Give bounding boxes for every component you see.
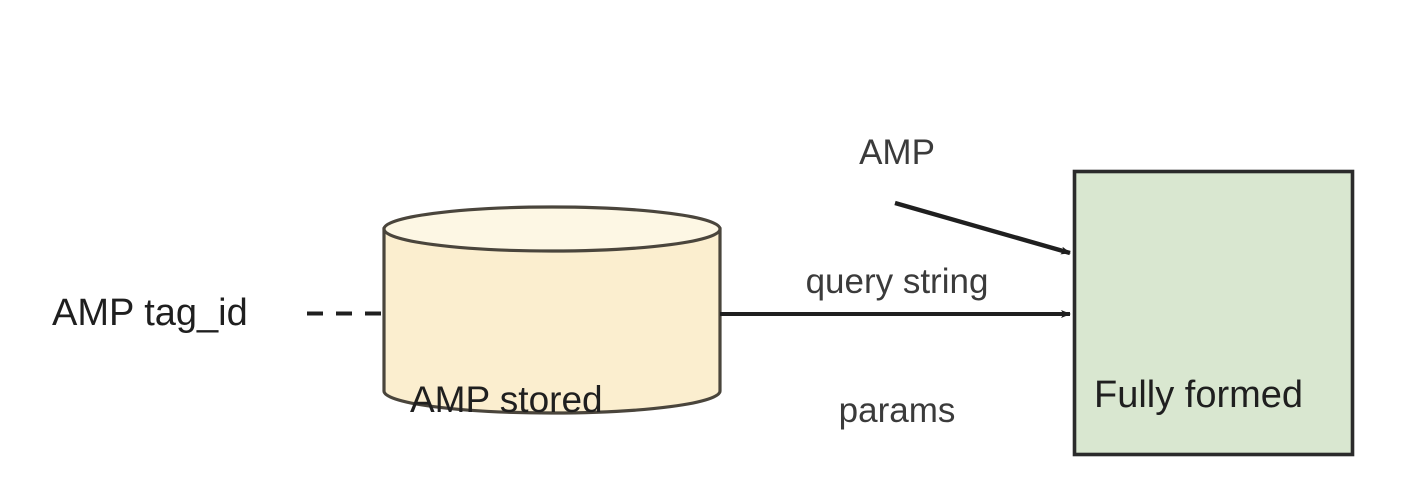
annotation-line2: query string [805,262,989,301]
output-box-shape [1072,169,1355,457]
output-box-label: Fully formed ORTB [1094,270,1303,498]
cylinder-shape [382,205,722,415]
output-box-label-line1: Fully formed [1094,374,1304,416]
annotation-line3: params [838,391,956,430]
cylinder-label-line1: AMP stored [410,379,603,420]
edge-params-to-ortb [894,200,1071,256]
label-amp-tag-id: AMP tag_id [52,292,248,334]
annotation-query-string-params: AMP query string params [777,45,1017,498]
annotation-line1: AMP [859,133,935,172]
cylinder-label: AMP stored request template [410,275,686,498]
